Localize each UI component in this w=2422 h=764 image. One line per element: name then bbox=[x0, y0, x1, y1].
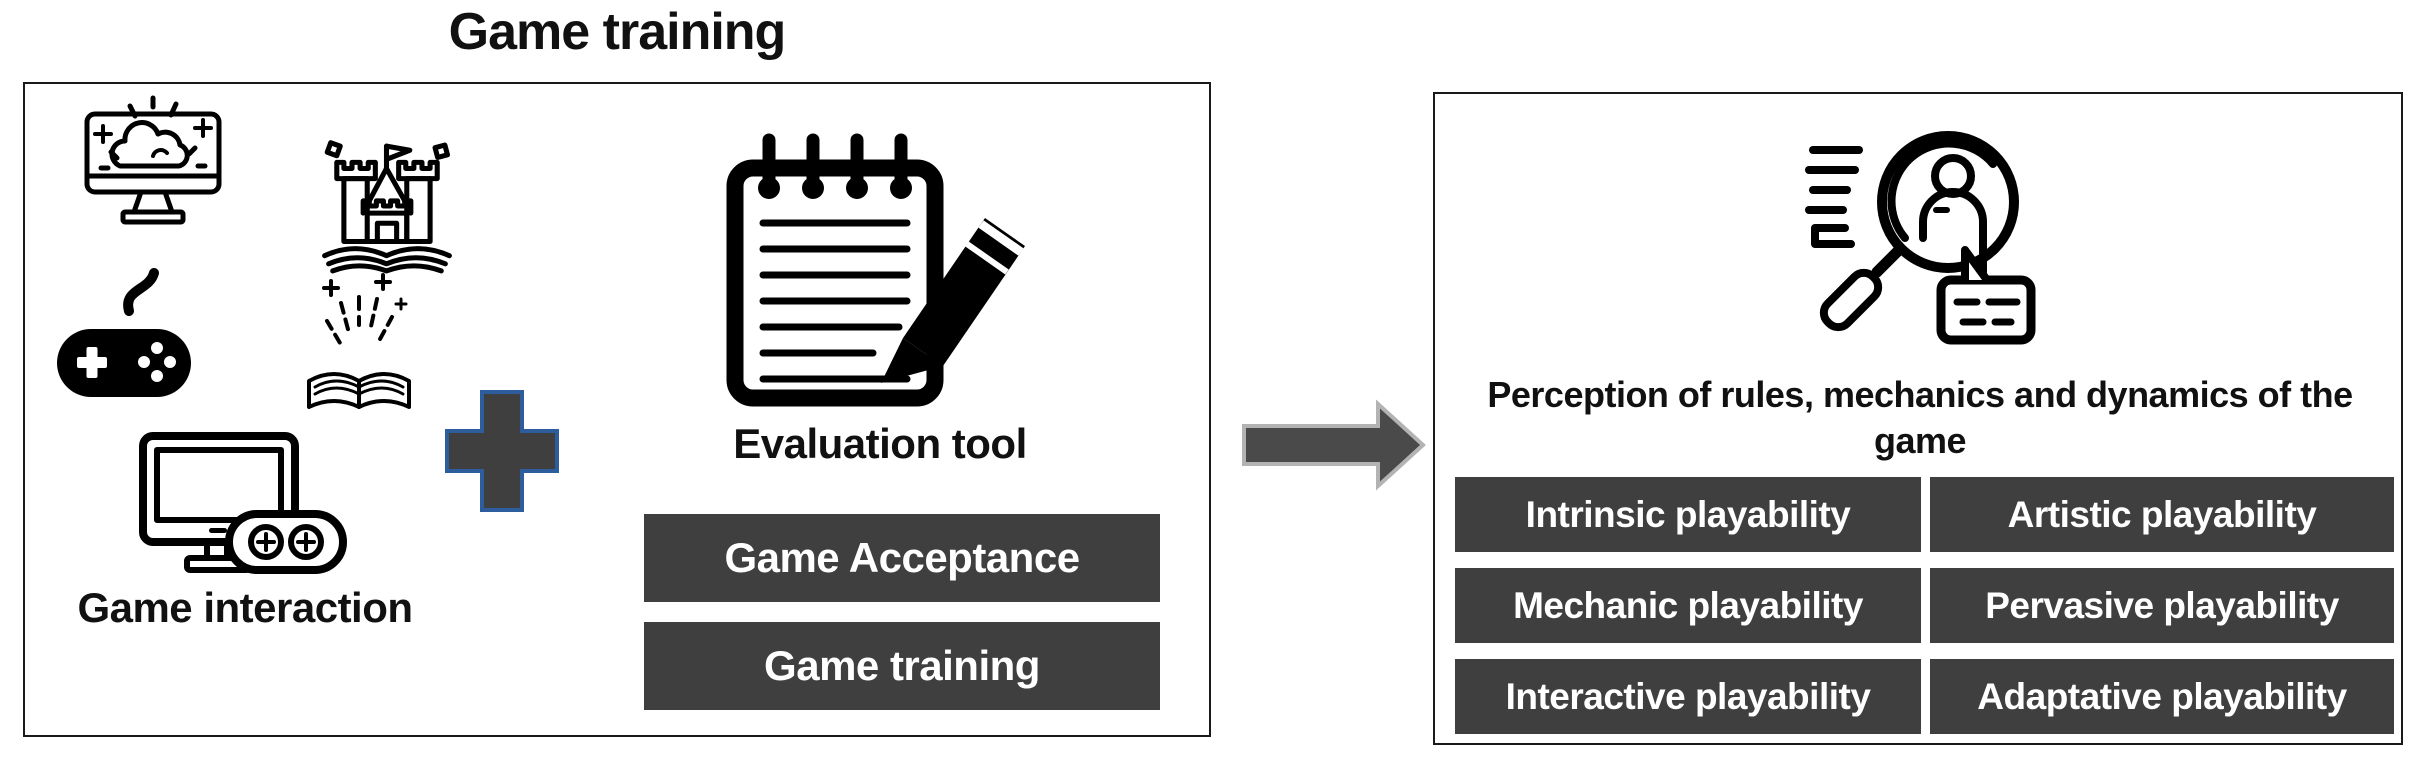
intrinsic-playability-button: Intrinsic playability bbox=[1455, 477, 1921, 552]
mechanic-playability-button: Mechanic playability bbox=[1455, 568, 1921, 643]
game-interaction-label: Game interaction bbox=[77, 584, 413, 631]
playability-grid: Intrinsic playability Artistic playabili… bbox=[1455, 477, 2394, 734]
game-acceptance-button: Game Acceptance bbox=[644, 514, 1160, 602]
adaptative-playability-button: Adaptative playability bbox=[1930, 659, 2394, 734]
gamepad-icon bbox=[53, 266, 195, 418]
game-acceptance-label: Game Acceptance bbox=[724, 534, 1080, 581]
perception-heading: Perception of rules, mechanics and dynam… bbox=[1487, 374, 2353, 461]
interactive-playability-button: Interactive playability bbox=[1455, 659, 1921, 734]
plus-icon bbox=[445, 390, 559, 512]
fantasy-castle-icon bbox=[318, 134, 456, 276]
creative-monitor-icon bbox=[75, 94, 245, 239]
adaptative-playability-label: Adaptative playability bbox=[1977, 675, 2347, 717]
search-person-icon bbox=[1793, 102, 2045, 352]
mechanic-playability-label: Mechanic playability bbox=[1513, 584, 1863, 626]
computer-game-icon bbox=[135, 428, 353, 580]
game-training-panel: Game interaction bbox=[23, 82, 1211, 737]
magic-book-icon bbox=[295, 267, 423, 419]
page-title: Game training bbox=[448, 3, 787, 61]
artistic-playability-label: Artistic playability bbox=[2007, 493, 2317, 535]
arrow-right-icon bbox=[1240, 398, 1428, 492]
game-training-button: Game training bbox=[644, 622, 1160, 710]
notepad-pencil-icon bbox=[713, 128, 1047, 416]
pervasive-playability-label: Pervasive playability bbox=[1985, 584, 2339, 626]
evaluation-tool-label: Evaluation tool bbox=[733, 420, 1027, 467]
interactive-playability-label: Interactive playability bbox=[1505, 675, 1871, 717]
pervasive-playability-button: Pervasive playability bbox=[1930, 568, 2394, 643]
playability-panel: Perception of rules, mechanics and dynam… bbox=[1433, 92, 2403, 745]
artistic-playability-button: Artistic playability bbox=[1930, 477, 2394, 552]
game-training-label: Game training bbox=[764, 642, 1040, 689]
intrinsic-playability-label: Intrinsic playability bbox=[1525, 493, 1851, 535]
